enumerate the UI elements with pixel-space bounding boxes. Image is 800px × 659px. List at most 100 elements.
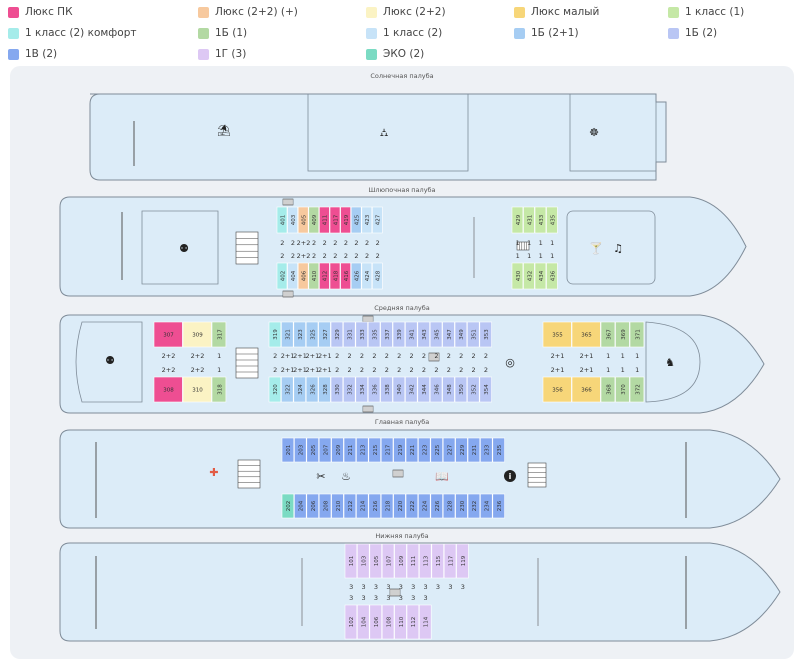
cabin-226[interactable]: 226 xyxy=(430,493,443,519)
cabin-cell[interactable] xyxy=(344,604,358,640)
legend-item[interactable]: Люкс (2+2) (+) xyxy=(198,6,298,18)
cabin-cell[interactable] xyxy=(368,437,381,463)
cabin-cell[interactable] xyxy=(294,437,307,463)
cabin-cell[interactable] xyxy=(350,262,362,290)
cabin-cell[interactable] xyxy=(343,493,357,519)
cabin-cell[interactable] xyxy=(357,604,370,640)
cabin-109[interactable]: 109 xyxy=(394,543,407,579)
cabin-cell[interactable] xyxy=(367,376,381,403)
cabin-111[interactable]: 111 xyxy=(406,543,420,579)
cabin-cell[interactable] xyxy=(318,493,332,519)
cabin-411[interactable]: 411 xyxy=(319,206,330,234)
cabin-333[interactable]: 333 xyxy=(355,321,368,348)
cabin-cell[interactable] xyxy=(443,543,457,579)
cabin-cell[interactable] xyxy=(281,437,295,463)
cabin-cell[interactable] xyxy=(319,262,330,290)
cabin-cell[interactable] xyxy=(281,321,294,348)
cabin-cell[interactable] xyxy=(394,604,407,640)
cabin-346[interactable]: 346 xyxy=(429,376,443,403)
cabin-367[interactable]: 367 xyxy=(600,321,616,348)
cabin-339[interactable]: 339 xyxy=(392,321,406,348)
cabin-435[interactable]: 435 xyxy=(546,206,558,234)
cabin-cell[interactable] xyxy=(480,437,493,463)
cabin-cell[interactable] xyxy=(629,321,645,348)
cabin-cell[interactable] xyxy=(361,262,373,290)
cabin-342[interactable]: 342 xyxy=(405,376,418,403)
cabin-337[interactable]: 337 xyxy=(380,321,393,348)
cabin-221[interactable]: 221 xyxy=(405,437,419,463)
legend-item[interactable]: Люкс ПК xyxy=(8,6,73,18)
cabin-cell[interactable] xyxy=(305,321,319,348)
cabin-202[interactable]: 202 xyxy=(281,493,295,519)
cabin-cell[interactable] xyxy=(480,493,493,519)
cabin-436[interactable]: 436 xyxy=(546,262,558,290)
cabin-cell[interactable] xyxy=(419,543,432,579)
cabin-370[interactable]: 370 xyxy=(615,376,630,403)
cabin-324[interactable]: 324 xyxy=(293,376,306,403)
cabin-352[interactable]: 352 xyxy=(467,376,480,403)
cabin-cell[interactable] xyxy=(356,493,369,519)
cabin-371[interactable]: 371 xyxy=(629,321,645,348)
cabin-103[interactable]: 103 xyxy=(357,543,370,579)
cabin-410[interactable]: 410 xyxy=(308,262,320,290)
cabin-351[interactable]: 351 xyxy=(467,321,480,348)
cabin-401[interactable]: 401 xyxy=(276,206,288,234)
cabin-cell[interactable] xyxy=(268,321,282,348)
cabin-cell[interactable] xyxy=(293,376,306,403)
cabin-334[interactable]: 334 xyxy=(355,376,368,403)
cabin-350[interactable]: 350 xyxy=(454,376,468,403)
cabin-cell[interactable] xyxy=(308,262,320,290)
cabin-227[interactable]: 227 xyxy=(442,437,456,463)
cabin-409[interactable]: 409 xyxy=(308,206,320,234)
cabin-cell[interactable] xyxy=(615,376,630,403)
legend-item[interactable]: 1Б (2+1) xyxy=(514,27,579,39)
cabin-cell[interactable] xyxy=(442,321,455,348)
cabin-cell[interactable] xyxy=(456,543,469,579)
cabin-348[interactable]: 348 xyxy=(442,376,455,403)
cabin-cell[interactable] xyxy=(600,376,616,403)
cabin-cell[interactable] xyxy=(329,262,341,290)
cabin-220[interactable]: 220 xyxy=(393,493,406,519)
cabin-cell[interactable] xyxy=(350,206,362,234)
cabin-cell[interactable] xyxy=(492,437,505,463)
cabin-cell[interactable] xyxy=(306,493,319,519)
cabin-cell[interactable] xyxy=(153,376,183,403)
cabin-cell[interactable] xyxy=(355,321,368,348)
cabin-cell[interactable] xyxy=(380,493,394,519)
cabin-412[interactable]: 412 xyxy=(319,262,330,290)
cabin-217[interactable]: 217 xyxy=(380,437,394,463)
cabin-cell[interactable] xyxy=(369,604,382,640)
cabin-cell[interactable] xyxy=(380,321,393,348)
cabin-cell[interactable] xyxy=(406,543,420,579)
cabin-cell[interactable] xyxy=(211,321,227,348)
cabin-cell[interactable] xyxy=(368,493,381,519)
cabin-cell[interactable] xyxy=(393,493,406,519)
cabin-228[interactable]: 228 xyxy=(442,493,456,519)
cabin-222[interactable]: 222 xyxy=(405,493,419,519)
cabin-225[interactable]: 225 xyxy=(430,437,443,463)
cabin-320[interactable]: 320 xyxy=(268,376,282,403)
cabin-307[interactable]: 307 xyxy=(153,321,183,348)
cabin-331[interactable]: 331 xyxy=(343,321,356,348)
cabin-cell[interactable] xyxy=(372,262,383,290)
cabin-cell[interactable] xyxy=(211,376,227,403)
cabin-cell[interactable] xyxy=(182,321,212,348)
cabin-327[interactable]: 327 xyxy=(318,321,331,348)
cabin-cell[interactable] xyxy=(405,437,419,463)
cabin-326[interactable]: 326 xyxy=(305,376,319,403)
cabin-406[interactable]: 406 xyxy=(297,262,309,290)
cabin-cell[interactable] xyxy=(343,376,356,403)
cabin-cell[interactable] xyxy=(455,493,468,519)
cabin-318[interactable]: 318 xyxy=(211,376,227,403)
cabin-cell[interactable] xyxy=(392,321,406,348)
cabin-210[interactable]: 210 xyxy=(331,493,344,519)
cabin-434[interactable]: 434 xyxy=(534,262,547,290)
cabin-233[interactable]: 233 xyxy=(480,437,493,463)
cabin-335[interactable]: 335 xyxy=(367,321,381,348)
cabin-429[interactable]: 429 xyxy=(511,206,524,234)
cabin-223[interactable]: 223 xyxy=(418,437,431,463)
cabin-cell[interactable] xyxy=(429,376,443,403)
cabin-cell[interactable] xyxy=(356,437,369,463)
cabin-214[interactable]: 214 xyxy=(356,493,369,519)
cabin-419[interactable]: 419 xyxy=(340,206,351,234)
